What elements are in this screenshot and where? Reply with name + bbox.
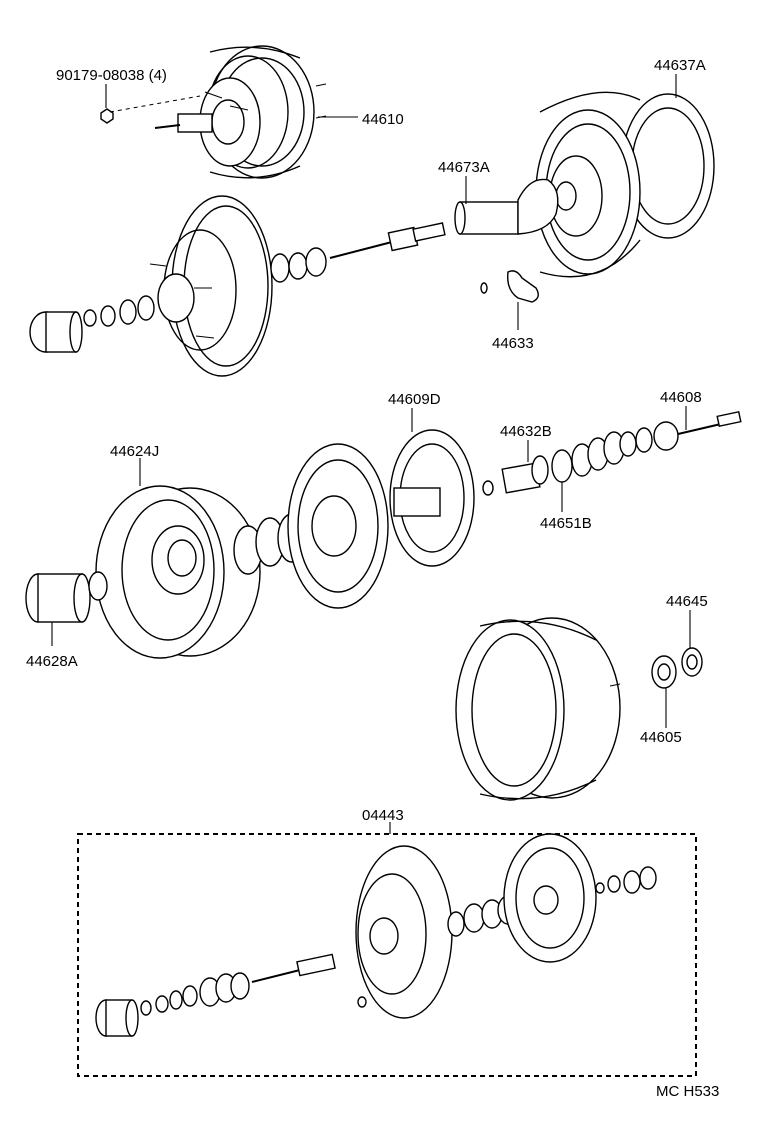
repair-kit-parts [95, 833, 657, 1037]
label-retainer: 44651B [540, 515, 592, 532]
rear-boot-drawing [25, 571, 108, 623]
label-front-shell-ref: 44609D [388, 391, 441, 408]
label-piston-rod-body: 44673A [438, 159, 490, 176]
label-push-rod: 44608 [660, 389, 702, 406]
label-boot: 44628A [26, 653, 78, 670]
reaction-disc-and-seals [270, 222, 446, 283]
rear-shell-ref-drawing [535, 91, 715, 278]
seal-icon [651, 655, 677, 689]
valve-seal-drawing [482, 455, 549, 496]
front-boot-and-spacers [29, 295, 155, 353]
valve-body-drawing [454, 178, 559, 235]
retainer-spring-drawing [551, 431, 637, 483]
washer-icon [681, 647, 703, 677]
label-bolt: 90179-08038 (4) [56, 67, 167, 84]
label-booster-assy: 44610 [362, 111, 404, 128]
label-diagram-code: MC H533 [656, 1083, 719, 1100]
front-shell-drawing [149, 195, 273, 377]
label-rear-shell-ref: 44637A [654, 57, 706, 74]
rear-shell-drawing [95, 485, 261, 659]
push-rod-drawing [635, 410, 742, 453]
label-key-clip: 44633 [492, 335, 534, 352]
nut-icon [100, 108, 114, 124]
front-shell-ref-drawing [287, 429, 475, 609]
label-valve-body-seal: 44632B [500, 423, 552, 440]
repair-kit-box [77, 822, 697, 1077]
label-seal: 44605 [640, 729, 682, 746]
label-washer: 44645 [666, 593, 708, 610]
label-repair-kit: 04443 [362, 807, 404, 824]
booster-assembly-drawing [154, 45, 327, 179]
key-clip-icon [480, 270, 539, 303]
label-rear-shell: 44624J [110, 443, 159, 460]
shell-cover-drawing [455, 617, 621, 801]
